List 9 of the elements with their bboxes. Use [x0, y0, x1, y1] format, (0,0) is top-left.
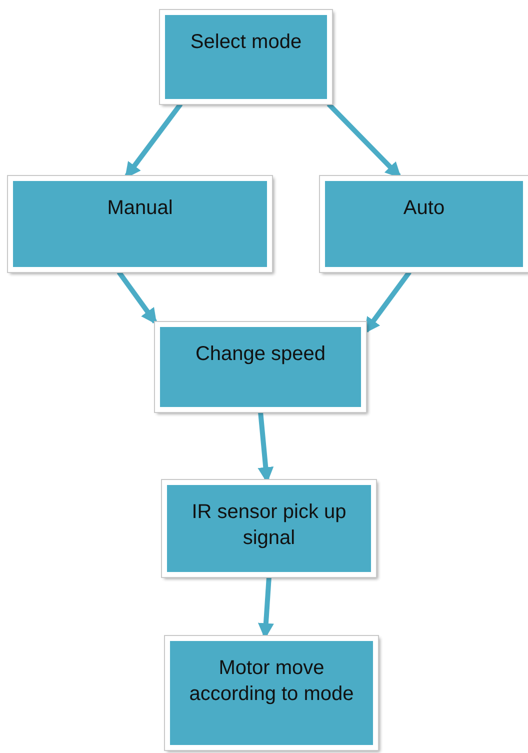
process-box	[155, 322, 366, 412]
box-label: Manual	[106, 196, 174, 221]
box-label: Change speed	[194, 342, 327, 367]
box-label: Select mode	[189, 30, 303, 55]
box-label: IR sensor pick up signal	[190, 500, 348, 551]
arrow	[116, 270, 158, 325]
arrow	[364, 270, 412, 334]
box-label: Motor move according to mode	[188, 656, 355, 707]
box-label: Auto	[402, 196, 446, 221]
